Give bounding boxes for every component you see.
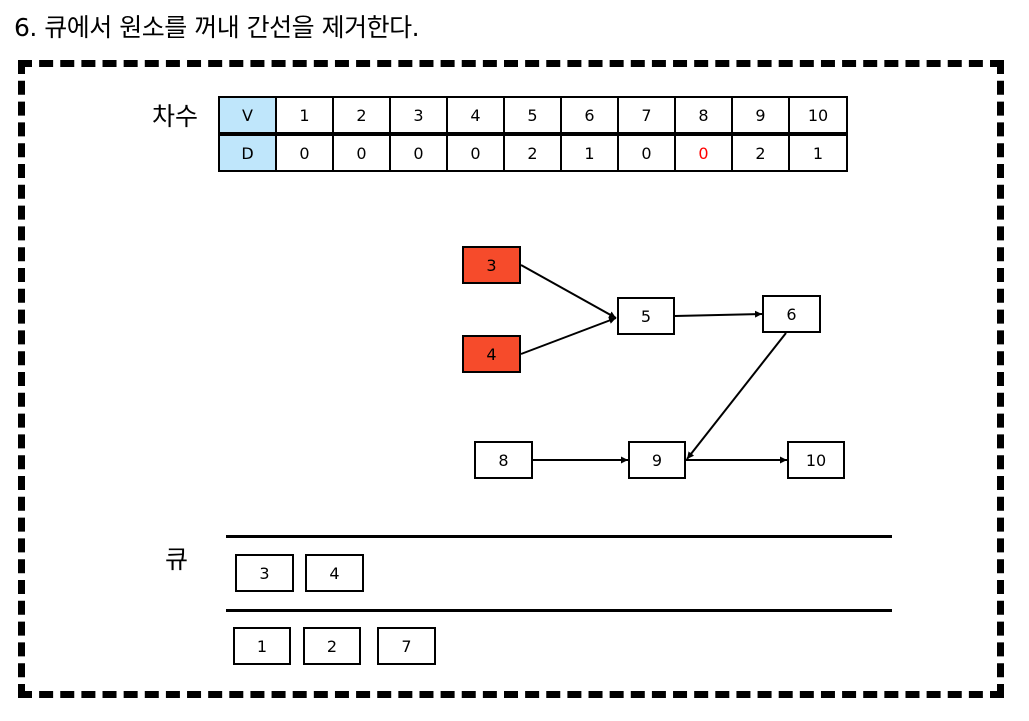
removed-item: 1 [233, 627, 291, 665]
degree-cell-2: 0 [332, 134, 391, 172]
graph-node-8: 8 [474, 441, 533, 479]
queue-item: 3 [235, 554, 294, 592]
vertex-cell-8: 8 [674, 96, 733, 134]
edge-6-9 [686, 332, 787, 460]
edge-5-6 [674, 310, 763, 318]
degree-cell-10: 1 [788, 134, 848, 172]
vertex-cell-3: 3 [389, 96, 448, 134]
graph-node-5: 5 [617, 297, 675, 335]
page-title: 6. 큐에서 원소를 꺼내 간선을 제거한다. [14, 13, 420, 42]
vertex-cell-9: 9 [731, 96, 790, 134]
graph-node-4: 4 [462, 335, 521, 373]
degree-label: 차수 [152, 102, 199, 131]
degree-cell-1: 0 [275, 134, 334, 172]
degree-cell-3: 0 [389, 134, 448, 172]
table-header-v: V [218, 96, 277, 134]
queue-bottom-line [226, 609, 892, 612]
graph-node-9: 9 [628, 441, 686, 479]
vertex-cell-10: 10 [788, 96, 848, 134]
table-header-d: D [218, 134, 277, 172]
diagram-frame [18, 60, 1004, 698]
vertex-cell-5: 5 [503, 96, 562, 134]
edge-3-5 [520, 264, 617, 319]
degree-cell-6: 1 [560, 134, 619, 172]
graph-node-6: 6 [762, 295, 821, 333]
graph-node-3: 3 [462, 246, 521, 284]
vertex-cell-4: 4 [446, 96, 505, 134]
removed-item: 2 [303, 627, 361, 665]
queue-label: 큐 [165, 545, 189, 574]
degree-cell-7: 0 [617, 134, 676, 172]
removed-item: 7 [377, 627, 436, 665]
graph-node-10: 10 [787, 441, 845, 479]
queue-item: 4 [305, 554, 364, 592]
edge-4-5 [520, 317, 617, 355]
queue-top-line [226, 535, 892, 538]
degree-cell-9: 2 [731, 134, 790, 172]
